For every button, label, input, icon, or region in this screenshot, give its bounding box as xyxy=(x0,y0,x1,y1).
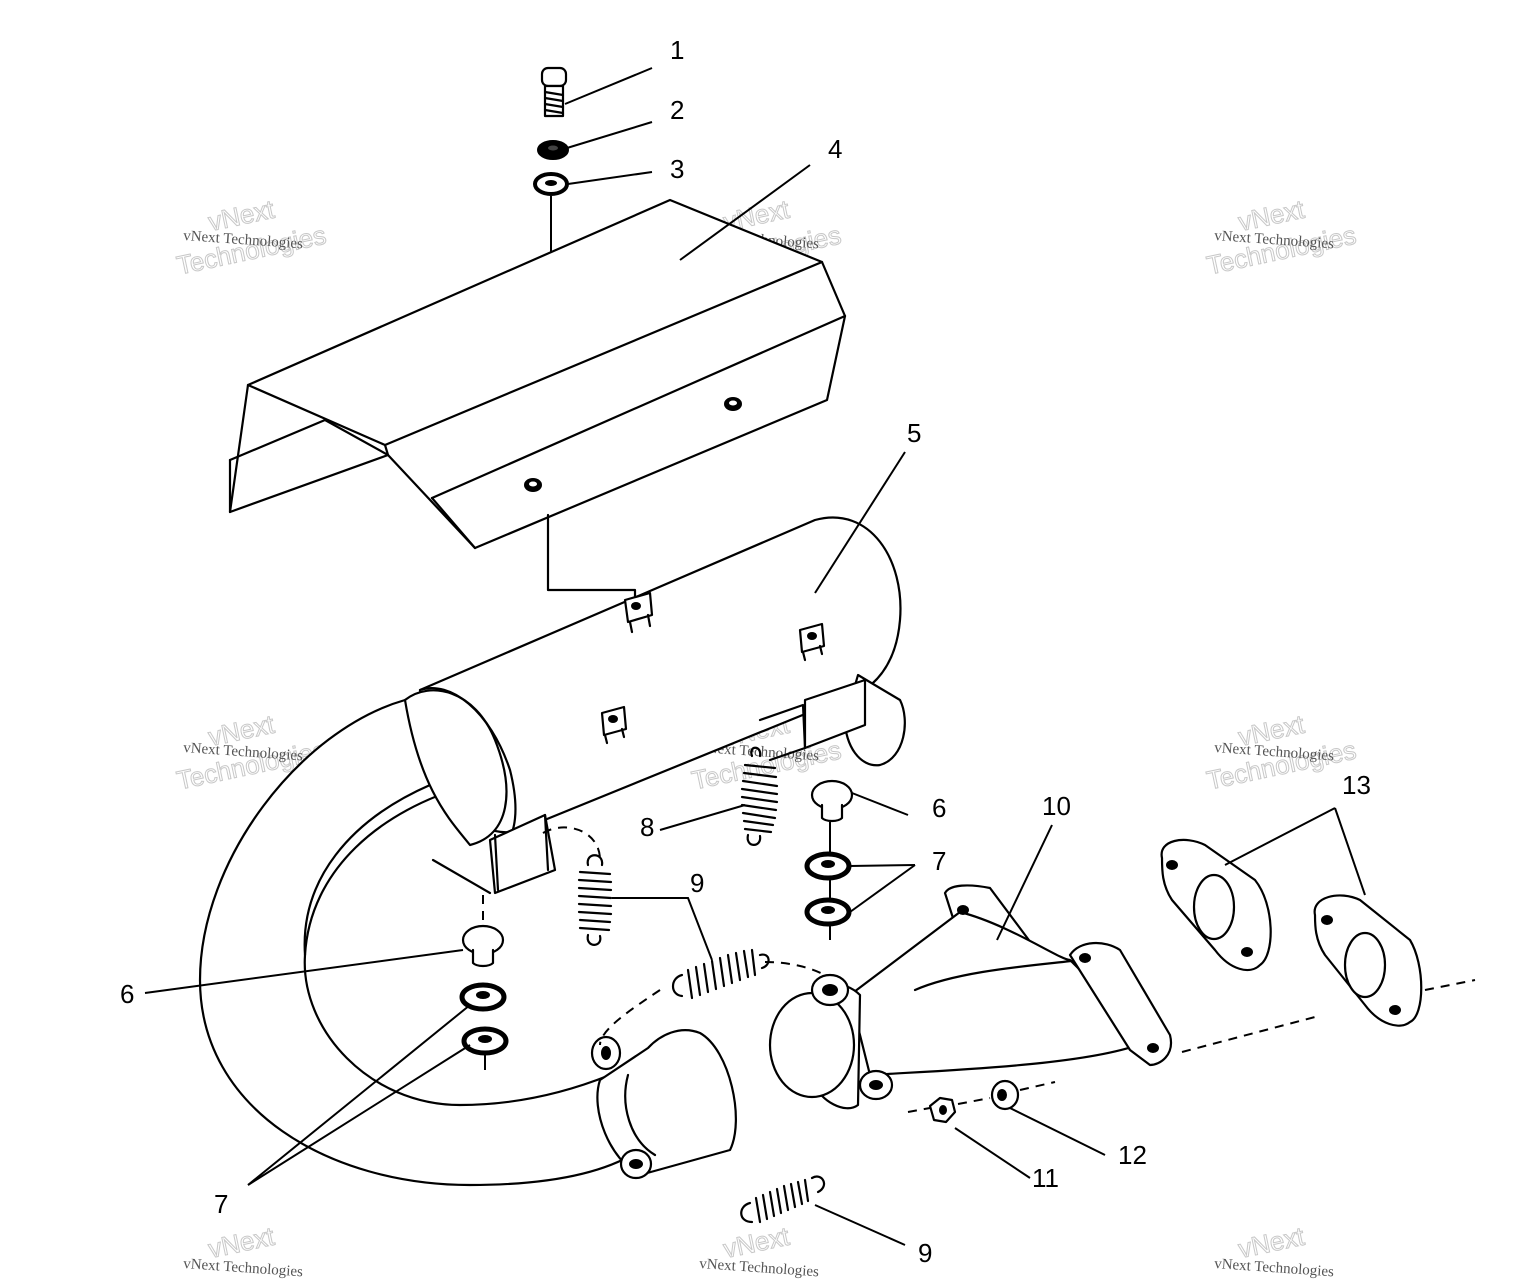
washer-part-12 xyxy=(990,1079,1020,1111)
exhaust-pipe xyxy=(198,698,737,1187)
callouts: 1 2 3 4 5 6 6 7 7 8 9 9 10 11 12 13 xyxy=(120,35,1371,1268)
grommet-part-6-right xyxy=(810,779,854,823)
gasket-part-13-a xyxy=(1160,838,1272,972)
nut-part-11 xyxy=(928,1096,957,1124)
callout-5: 5 xyxy=(907,418,921,448)
manifold-part-10 xyxy=(768,884,1173,1110)
callout-9-lower: 9 xyxy=(918,1238,932,1268)
watermark-small: vNext Technologies xyxy=(699,1256,820,1280)
washer-part-7-left-b xyxy=(461,1026,509,1056)
spring-part-8 xyxy=(740,746,779,846)
bolt-part-1 xyxy=(540,66,568,118)
callout-6-right: 6 xyxy=(932,793,946,823)
callout-12: 12 xyxy=(1118,1140,1147,1170)
washer-part-3 xyxy=(533,172,569,196)
washer-part-7-right-b xyxy=(804,897,852,927)
spring-part-9-upper xyxy=(577,854,613,946)
callout-10: 10 xyxy=(1042,791,1071,821)
grommet-part-6-left xyxy=(461,924,505,968)
spring-part-9-middle xyxy=(671,948,770,1000)
callout-2: 2 xyxy=(670,95,684,125)
callout-6-left: 6 xyxy=(120,979,134,1009)
watermark-small: vNext Technologies xyxy=(183,1256,304,1280)
watermark-small: vNext Technologies xyxy=(1214,1256,1335,1280)
callout-11: 11 xyxy=(1032,1163,1059,1193)
callout-3: 3 xyxy=(670,154,684,184)
muffler-part-5 xyxy=(403,516,906,895)
callout-8: 8 xyxy=(640,812,654,842)
assembly-axis-shield xyxy=(546,513,637,610)
assembly-axis-gasket xyxy=(1181,979,1476,1053)
washer-part-7-right-a xyxy=(804,851,852,881)
callout-9-upper: 9 xyxy=(690,868,704,898)
leader-lines xyxy=(144,67,1366,1246)
washer-part-7-left-a xyxy=(459,982,507,1012)
spring-route-dashed xyxy=(542,826,601,861)
gasket-part-13-b xyxy=(1313,894,1423,1027)
callout-7-right: 7 xyxy=(932,846,946,876)
spring-part-9-lower xyxy=(740,1175,826,1224)
callout-4: 4 xyxy=(828,134,842,164)
callout-1: 1 xyxy=(670,35,684,65)
callout-13: 13 xyxy=(1342,770,1371,800)
callout-7-left: 7 xyxy=(214,1189,228,1219)
spring-route-dashed-left xyxy=(599,989,661,1046)
assembly-axis-nut xyxy=(907,1081,1056,1113)
heat-shield-part-4 xyxy=(228,198,847,550)
lock-washer-part-2 xyxy=(537,140,569,160)
